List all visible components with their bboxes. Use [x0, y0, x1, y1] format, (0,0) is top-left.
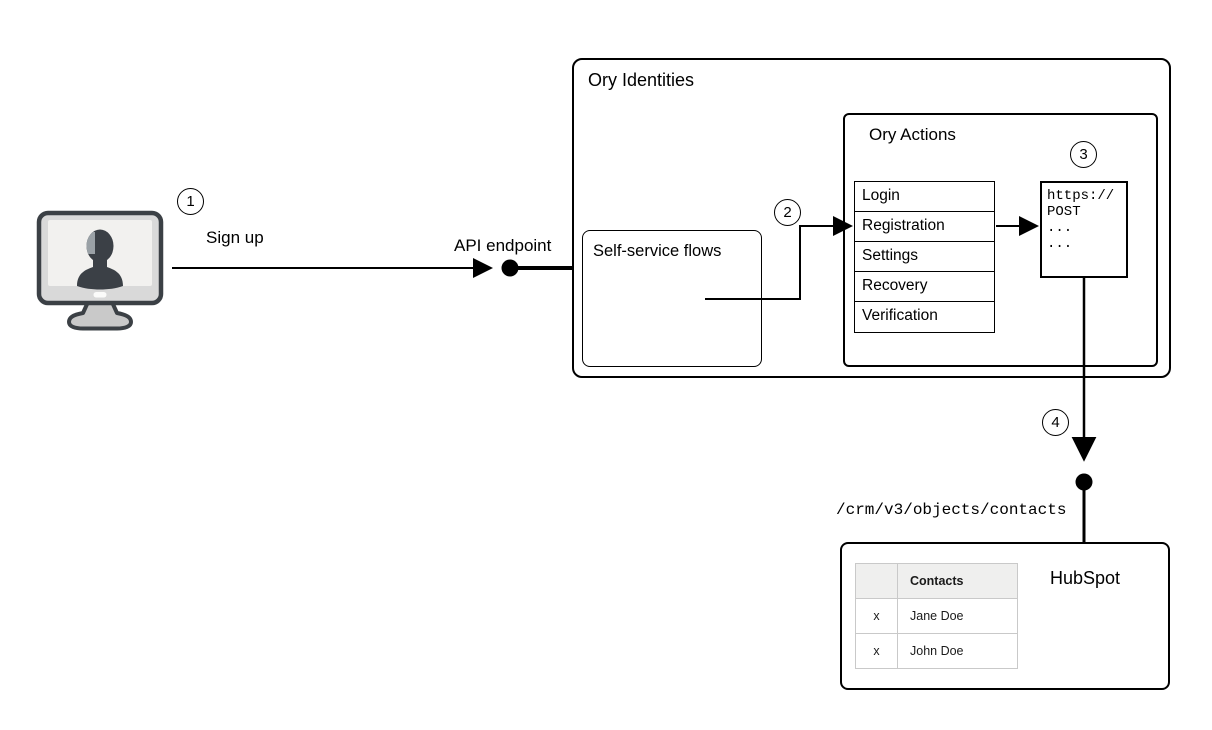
ory-identities-title: Ory Identities: [588, 70, 695, 90]
contact-name-cell: John Doe: [897, 633, 1018, 669]
contact-name-cell: Jane Doe: [897, 598, 1018, 634]
hubspot-box: HubSpot: [840, 542, 1170, 690]
signup-label: Sign up: [206, 228, 264, 247]
hubspot-endpoint-dot: [1075, 473, 1093, 491]
contacts-table-corner-cell: [855, 563, 898, 599]
ory-actions-title: Ory Actions: [869, 125, 956, 144]
webhook-code-box: https:// POST ... ...: [1040, 181, 1128, 278]
monitor-stand: [67, 300, 133, 331]
contact-mark-cell: x: [855, 598, 898, 634]
code-line: https://: [1047, 188, 1115, 204]
code-line: ...: [1047, 220, 1073, 236]
api-endpoint-dot: [501, 259, 519, 277]
flow-row-login: Login: [855, 182, 994, 212]
self-service-flow-list: Login Registration Settings Recovery Ver…: [854, 181, 995, 333]
step-3-badge: 3: [1070, 141, 1097, 168]
hubspot-title: HubSpot: [1050, 568, 1121, 588]
silhouette-highlight: [86, 232, 95, 254]
code-line: POST: [1047, 204, 1081, 220]
monitor-button: [93, 292, 107, 298]
self-service-flows-box: Self-service flows: [582, 230, 762, 367]
table-row: x John Doe: [855, 633, 1018, 669]
step-1-badge: 1: [177, 188, 204, 215]
step-4-badge: 4: [1042, 409, 1069, 436]
hubspot-api-path: /crm/v3/objects/contacts: [836, 501, 1067, 519]
contacts-table-header-cell: Contacts: [897, 563, 1018, 599]
flow-row-settings: Settings: [855, 242, 994, 272]
step-2-badge: 2: [774, 199, 801, 226]
contacts-table: Contacts x Jane Doe x John Doe: [855, 563, 1018, 669]
flow-row-verification: Verification: [862, 307, 938, 324]
flow-row-registration: Registration: [855, 212, 994, 242]
self-service-flows-title: Self-service flows: [593, 242, 722, 260]
flow-row-recovery: Recovery: [855, 272, 994, 302]
api-endpoint-label: API endpoint: [454, 236, 552, 255]
user-computer-icon: [36, 210, 164, 331]
table-row: x Jane Doe: [855, 598, 1018, 634]
ory-identities-box: Ory Identities: [572, 58, 1171, 378]
code-line: ...: [1047, 236, 1073, 252]
contacts-table-header-row: Contacts: [855, 563, 1018, 599]
contact-mark-cell: x: [855, 633, 898, 669]
